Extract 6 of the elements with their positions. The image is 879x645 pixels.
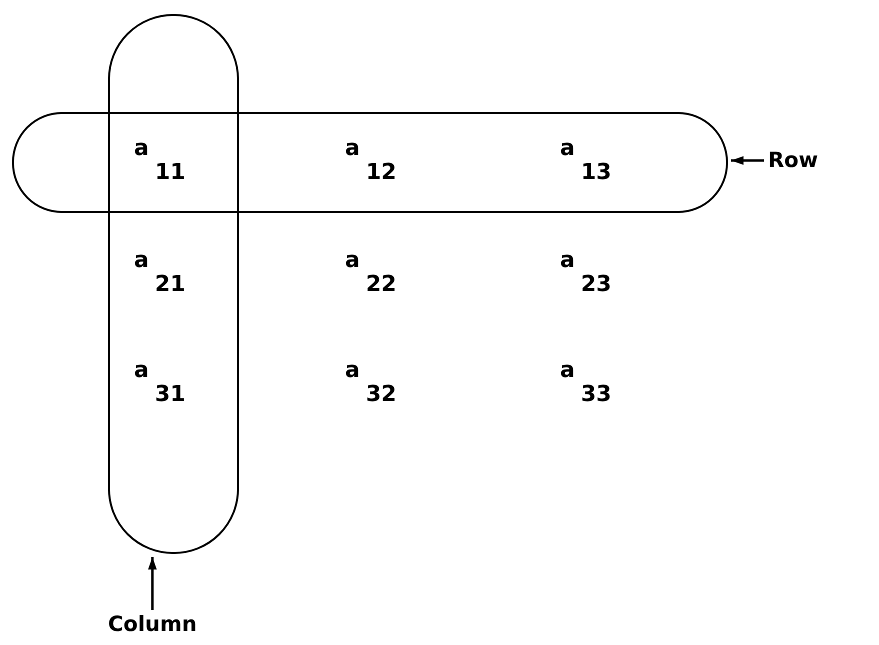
row-band xyxy=(12,112,728,213)
arrow xyxy=(148,557,157,610)
axis-label: Row xyxy=(768,150,818,171)
column-band xyxy=(108,14,239,554)
arrow xyxy=(731,156,764,165)
axis-label: Column xyxy=(108,614,197,635)
